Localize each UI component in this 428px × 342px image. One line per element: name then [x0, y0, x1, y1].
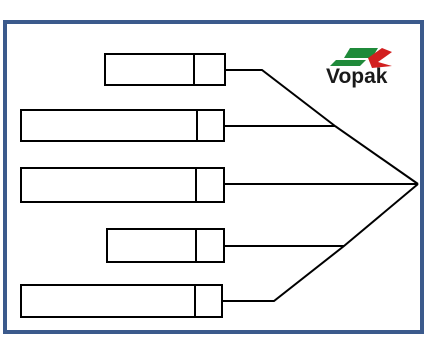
- vopak-logo-text: Vopak: [326, 65, 388, 88]
- node-box-3: [20, 167, 225, 203]
- vopak-logo-mark: [330, 48, 392, 68]
- node-box-1: [104, 53, 226, 86]
- node-box-2: [20, 109, 225, 142]
- connector-lines: [222, 69, 419, 302]
- node-box-4: [106, 228, 225, 263]
- node-box-5: [20, 284, 223, 318]
